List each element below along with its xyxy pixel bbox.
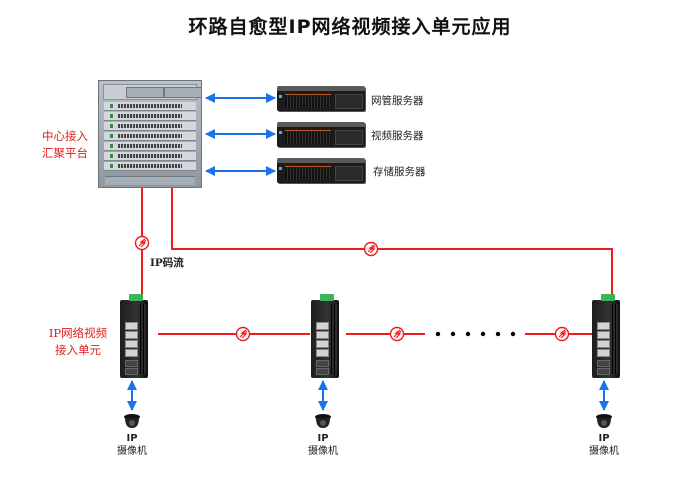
camera-label-line2: 摄像机: [308, 446, 338, 457]
camera-label-line1: IP: [598, 433, 610, 444]
server-label-1: 网管服务器: [371, 95, 424, 107]
center-label-line2: 汇聚平台: [42, 146, 88, 160]
camera-label-line1: IP: [317, 433, 329, 444]
ellipsis-dot: [480, 331, 486, 337]
diagram-title: 环路自愈型IP网络视频接入单元应用: [188, 16, 512, 38]
ellipsis-dot: [465, 331, 471, 337]
server-label-3: 存储服务器: [373, 166, 426, 178]
ellipsis-dot: [495, 331, 501, 337]
access-switch-2: [304, 294, 346, 378]
server-icon: [277, 86, 365, 111]
fiber-link-icon: [363, 241, 379, 257]
center-platform-label: 中心接入 汇聚平台: [30, 128, 100, 162]
aggregation-chassis: [98, 80, 202, 188]
camera-label-line2: 摄像机: [589, 446, 619, 457]
camera-label-3: IP 摄像机: [584, 432, 624, 458]
camera-label-line1: IP: [126, 433, 138, 444]
ellipsis-dot: [435, 331, 441, 337]
camera-label-line2: 摄像机: [117, 446, 147, 457]
ip-camera-icon: [596, 414, 612, 428]
ip-camera-icon: [124, 414, 140, 428]
center-label-line1: 中心接入: [42, 129, 88, 143]
ring-uplink-right: [171, 188, 613, 300]
server-icon: [277, 122, 365, 147]
access-unit-label-line2: 接入单元: [55, 343, 101, 357]
ellipsis-dots: [435, 331, 516, 337]
ellipsis-dot: [510, 331, 516, 337]
access-switch-3: [585, 294, 627, 378]
access-unit-label-line1: IP网络视频: [48, 326, 108, 340]
ip-camera-icon: [315, 414, 331, 428]
server-icon: [277, 158, 365, 183]
access-unit-label: IP网络视频 接入单元: [38, 325, 118, 359]
ip-stream-label: IP码流: [150, 257, 184, 269]
access-switch-1: [113, 294, 155, 378]
fiber-link-icon: [134, 235, 150, 251]
ellipsis-dot: [450, 331, 456, 337]
fiber-link-icon: [235, 326, 251, 342]
camera-label-1: IP 摄像机: [112, 432, 152, 458]
camera-label-2: IP 摄像机: [303, 432, 343, 458]
fiber-link-icon: [389, 326, 405, 342]
fiber-link-icon: [554, 326, 570, 342]
server-label-2: 视频服务器: [371, 130, 424, 142]
